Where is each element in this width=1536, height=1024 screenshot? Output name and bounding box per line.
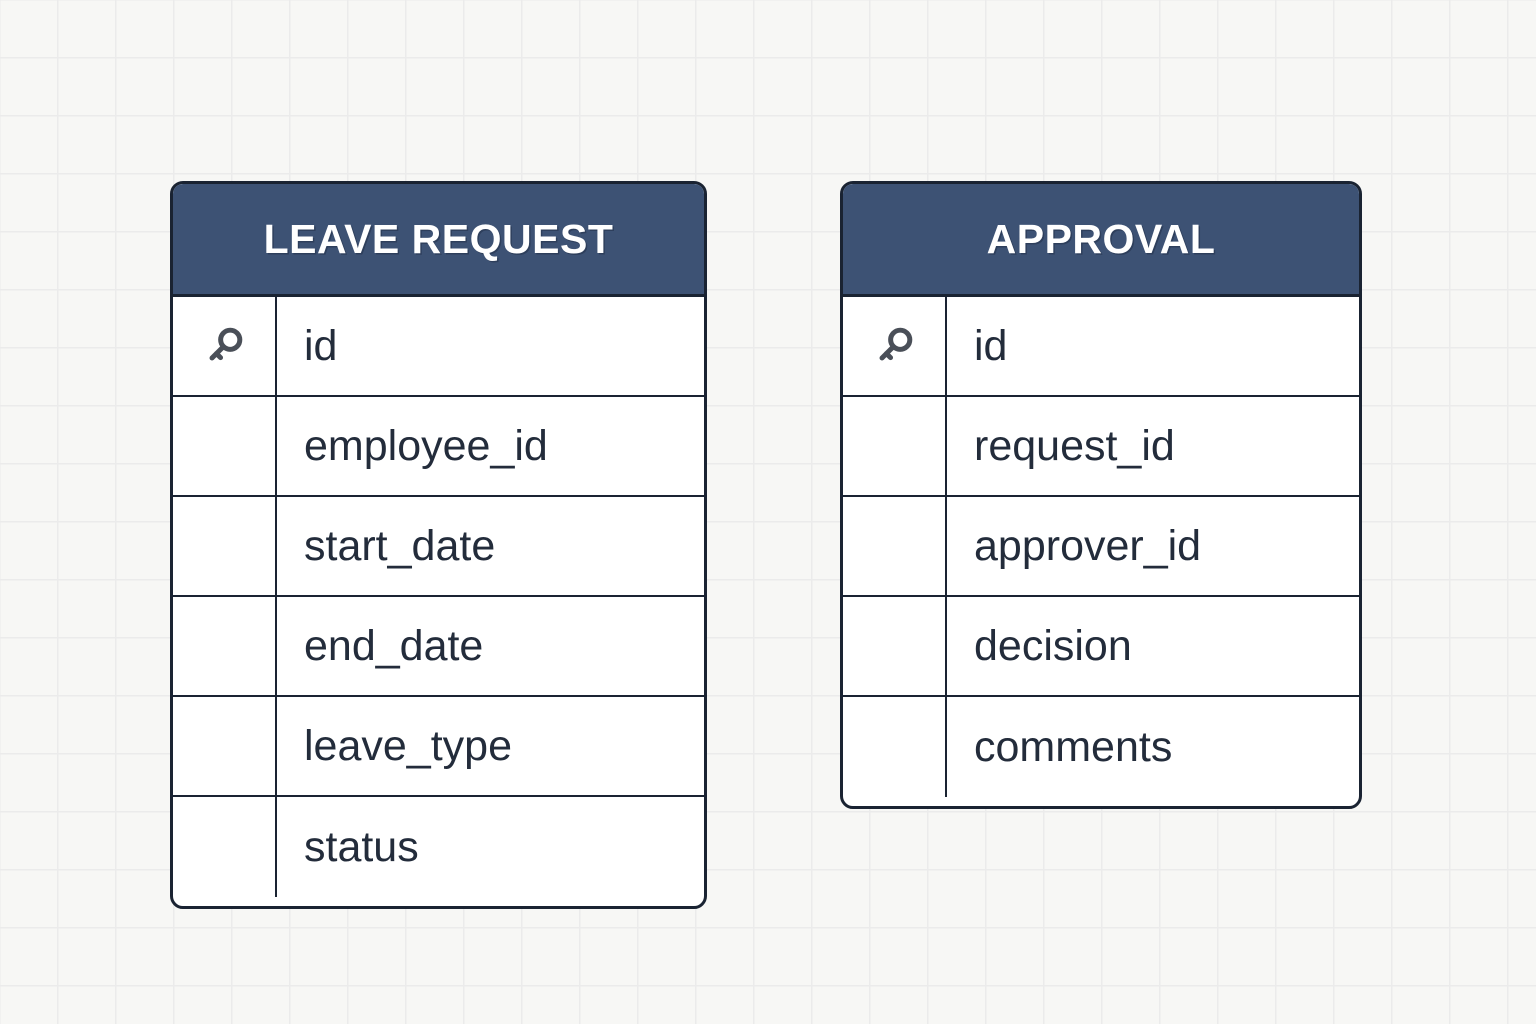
table-row[interactable]: status — [173, 797, 704, 897]
field-name-cell: start_date — [277, 497, 704, 595]
field-name-cell: id — [277, 297, 704, 395]
key-icon — [871, 323, 917, 369]
field-name-cell: leave_type — [277, 697, 704, 795]
field-name: id — [974, 321, 1008, 370]
entity-leave-request[interactable]: LEAVE REQUEST id — [170, 181, 707, 909]
primary-key-cell — [173, 597, 277, 695]
table-row[interactable]: approver_id — [843, 497, 1359, 597]
primary-key-cell — [843, 597, 947, 695]
table-row[interactable]: comments — [843, 697, 1359, 797]
table-row[interactable]: start_date — [173, 497, 704, 597]
field-name-cell: employee_id — [277, 397, 704, 495]
field-name: end_date — [304, 621, 484, 670]
table-row[interactable]: leave_type — [173, 697, 704, 797]
primary-key-cell — [173, 297, 277, 395]
primary-key-cell — [173, 797, 277, 897]
primary-key-cell — [843, 697, 947, 797]
field-name-cell: decision — [947, 597, 1359, 695]
key-icon — [201, 323, 247, 369]
field-name: request_id — [974, 421, 1175, 470]
table-row[interactable]: request_id — [843, 397, 1359, 497]
field-name-cell: end_date — [277, 597, 704, 695]
field-name-cell: comments — [947, 697, 1359, 797]
entity-title: APPROVAL — [986, 215, 1216, 262]
field-name-cell: status — [277, 797, 704, 897]
entity-header-approval: APPROVAL — [843, 184, 1359, 297]
table-row[interactable]: end_date — [173, 597, 704, 697]
field-name: comments — [974, 722, 1173, 771]
field-name: status — [304, 822, 419, 871]
primary-key-cell — [173, 397, 277, 495]
field-name: id — [304, 321, 338, 370]
table-row[interactable]: decision — [843, 597, 1359, 697]
primary-key-cell — [173, 497, 277, 595]
table-row[interactable]: employee_id — [173, 397, 704, 497]
table-row[interactable]: id — [173, 297, 704, 397]
field-name: decision — [974, 621, 1132, 670]
field-name-cell: approver_id — [947, 497, 1359, 595]
entity-approval[interactable]: APPROVAL id — [840, 181, 1362, 809]
entity-header-leave-request: LEAVE REQUEST — [173, 184, 704, 297]
entity-field-list: id request_id approver_id decision — [843, 297, 1359, 797]
table-row[interactable]: id — [843, 297, 1359, 397]
entity-title: LEAVE REQUEST — [263, 215, 614, 262]
field-name: leave_type — [304, 721, 512, 770]
primary-key-cell — [843, 397, 947, 495]
field-name: employee_id — [304, 421, 548, 470]
primary-key-cell — [843, 497, 947, 595]
field-name-cell: id — [947, 297, 1359, 395]
entity-field-list: id employee_id start_date end_date — [173, 297, 704, 897]
primary-key-cell — [173, 697, 277, 795]
field-name: start_date — [304, 521, 496, 570]
field-name: approver_id — [974, 521, 1202, 570]
primary-key-cell — [843, 297, 947, 395]
field-name-cell: request_id — [947, 397, 1359, 495]
